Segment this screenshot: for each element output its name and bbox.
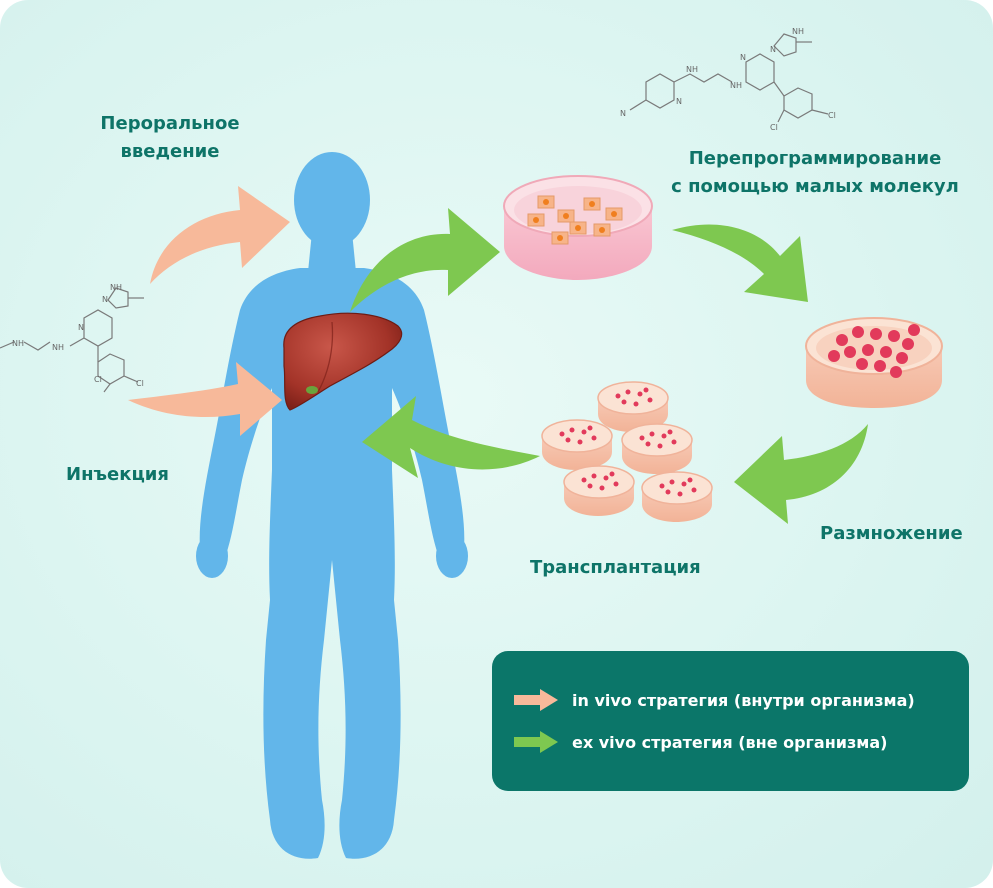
molecule-right-nh-1: NH <box>686 65 698 74</box>
petri-dish-expansion <box>805 317 943 408</box>
molecule-right-n-4: N <box>770 45 776 54</box>
legend-ex-vivo-text: ex vivo стратегия (вне организма) <box>572 732 888 752</box>
molecule-right-nh-3: NH <box>792 27 804 36</box>
in-vivo-arrow-icon <box>514 689 558 711</box>
dish-to-expansion-arrow <box>672 224 808 302</box>
petri-dish-reprogramming <box>503 175 653 280</box>
label-oral-line1: Пероральное <box>100 113 240 134</box>
reprogramming-arrow <box>350 208 500 312</box>
legend-row-in-vivo: in vivo стратегия (внутри организма) <box>514 685 915 715</box>
label-reprogramming: Перепрограммирование с помощью малых мол… <box>655 145 975 201</box>
molecule-structure-right <box>629 33 829 123</box>
oral-arrow <box>150 186 290 284</box>
transplant-arrow <box>362 396 540 478</box>
label-oral-administration: Пероральное введение <box>90 110 250 166</box>
label-transplantation: Трансплантация <box>530 557 701 578</box>
petri-dish-stack <box>541 381 713 522</box>
molecule-left-nh-2: NH <box>52 343 64 352</box>
liver-illustration <box>283 312 403 411</box>
molecule-left-n-2: N <box>102 295 108 304</box>
label-reprogramming-line2: с помощью малых молекул <box>671 176 959 197</box>
molecule-left-cl-1: Cl <box>94 375 102 384</box>
label-expansion: Размножение <box>820 523 963 544</box>
molecule-right-n-3: N <box>740 53 746 62</box>
human-body-silhouette <box>196 152 468 859</box>
molecule-right-cl-2: Cl <box>828 111 836 120</box>
plate-bottom-left <box>563 465 635 516</box>
label-reprogramming-line1: Перепрограммирование <box>688 148 942 169</box>
plate-right <box>621 423 693 474</box>
molecule-right-cl-1: Cl <box>770 123 778 132</box>
injection-arrow <box>128 362 282 436</box>
expansion-to-plates-arrow <box>734 424 868 524</box>
plate-bottom-right <box>641 471 713 522</box>
legend-in-vivo-text: in vivo стратегия (внутри организма) <box>572 690 915 710</box>
ex-vivo-arrow-icon <box>514 731 558 753</box>
molecule-right-n-1: N <box>620 109 626 118</box>
molecule-left-nh-1: NH <box>12 339 24 348</box>
legend-box: in vivo стратегия (внутри организма) ex … <box>492 651 969 791</box>
molecule-structure-left <box>0 287 144 393</box>
molecule-left-n-1: N <box>78 323 84 332</box>
molecule-right-n-2: N <box>676 97 682 106</box>
label-injection: Инъекция <box>66 464 169 485</box>
plate-left <box>541 419 613 470</box>
molecule-right-nh-2: NH <box>730 81 742 90</box>
molecule-left-nh-3: NH <box>110 283 122 292</box>
legend-row-ex-vivo: ex vivo стратегия (вне организма) <box>514 727 887 757</box>
molecule-left-cl-2: Cl <box>136 379 144 388</box>
label-oral-line2: введение <box>120 141 220 162</box>
